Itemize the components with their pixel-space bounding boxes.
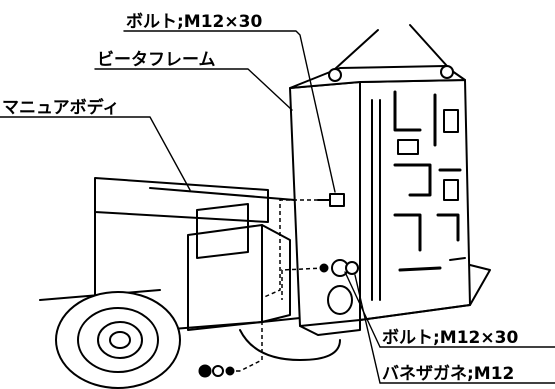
chassis-bottom [159, 317, 301, 331]
frame-front-face [289, 81, 361, 327]
dash-lower [281, 267, 325, 300]
loose-nut-1 [198, 364, 212, 378]
sling-left [334, 29, 379, 70]
frame-bottom-skirt [359, 264, 491, 321]
slot-1 [443, 109, 459, 133]
truck-body [39, 177, 341, 361]
pipe-end [327, 285, 353, 315]
label-bolt-top: ボルト;M12×30 [126, 12, 262, 32]
cab-box [187, 224, 263, 331]
leader-lines [0, 30, 555, 384]
label-manual-body: マニュアボディ [2, 97, 119, 118]
leader-manual-body [0, 116, 191, 191]
partition-7 [398, 266, 442, 272]
sling-right [409, 24, 448, 67]
cab-side [261, 224, 291, 323]
label-spring-washer: バネザガネ;M12 [382, 364, 514, 384]
partition-6 [436, 213, 460, 242]
frame-bottom-lip [299, 319, 361, 336]
bolt-upper-head [329, 193, 345, 207]
wheel-axle [109, 331, 131, 349]
alignment-lines [235, 199, 325, 372]
dash-down [239, 300, 263, 372]
partition-3 [393, 163, 432, 197]
wheel-hub [97, 321, 143, 359]
slot-2 [443, 179, 459, 201]
boom-rail [94, 177, 269, 223]
label-heater-frame: ビータフレーム [97, 50, 216, 70]
loose-nut-2 [225, 366, 235, 376]
fasteners [198, 193, 359, 378]
lifting-lug-left [328, 68, 342, 82]
lifting-slings [334, 24, 448, 70]
loose-washer-1 [212, 365, 224, 377]
spring-washer [345, 261, 359, 275]
wheel-tire [55, 291, 181, 389]
rear-fender [239, 329, 341, 361]
wheel-rim [77, 307, 159, 373]
partition-1 [393, 90, 422, 132]
partition-8 [449, 257, 466, 261]
cab-window [196, 203, 249, 259]
lifting-lug-right [440, 65, 454, 79]
leader-spring-washer [354, 274, 381, 384]
boom-inner-line [149, 187, 296, 201]
leader-bolt-top [123, 30, 336, 193]
slot-3 [397, 139, 419, 155]
wheel [55, 291, 181, 389]
leader-heater-frame [94, 68, 293, 111]
label-bolt-bottom: ボルト;M12×30 [382, 328, 518, 348]
partition-5 [393, 213, 422, 252]
